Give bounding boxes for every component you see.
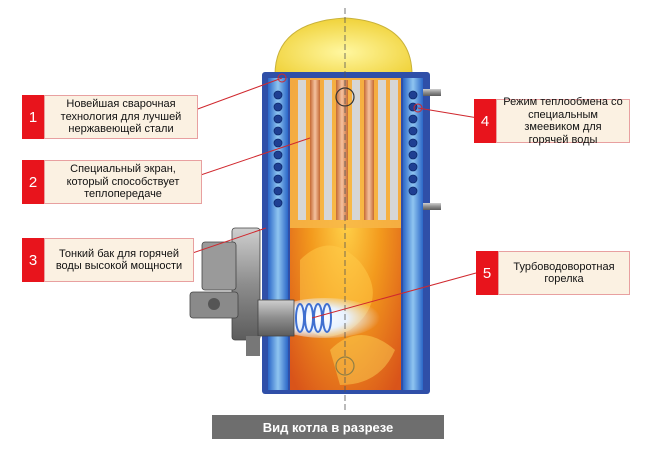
callout-2: 2 Специальный экран, который способствуе… xyxy=(22,160,202,204)
callout-number: 2 xyxy=(22,160,44,204)
burner-assembly xyxy=(189,227,295,356)
callout-number: 1 xyxy=(22,95,44,139)
burner-coil xyxy=(295,303,332,333)
callout-text: Турбоводоворотная горелка xyxy=(498,251,630,295)
pipe-outlet-bottom xyxy=(423,203,441,210)
inspection-port-top xyxy=(335,87,355,107)
flue-tubes xyxy=(298,80,398,220)
callout-number: 5 xyxy=(476,251,498,295)
coil-right xyxy=(408,90,418,196)
boiler-dome xyxy=(274,17,413,76)
callout-text: Режим теплообмена со специальным змеевик… xyxy=(496,96,630,146)
diagram-caption: Вид котла в разрезе xyxy=(212,415,444,439)
callout-number: 4 xyxy=(474,99,496,143)
callout-4: 4 Режим теплообмена со специальным змеев… xyxy=(474,96,630,146)
callout-text: Новейшая сварочная технология для лучшей… xyxy=(44,95,198,139)
callout-5: 5 Турбоводоворотная горелка xyxy=(476,251,630,295)
callout-1: 1 Новейшая сварочная технология для лучш… xyxy=(22,95,198,139)
coil-left xyxy=(273,90,283,208)
callout-number: 3 xyxy=(22,238,44,282)
pipe-outlet-top xyxy=(423,89,441,96)
water-jacket-right xyxy=(403,78,423,390)
leader-lines xyxy=(171,77,497,319)
callout-text: Тонкий бак для горячей воды высокой мощн… xyxy=(44,238,194,282)
water-jacket-left xyxy=(268,78,288,390)
callout-3: 3 Тонкий бак для горячей воды высокой мо… xyxy=(22,238,194,282)
inspection-port-bottom xyxy=(335,356,355,376)
callout-text: Специальный экран, который способствует … xyxy=(44,160,202,204)
